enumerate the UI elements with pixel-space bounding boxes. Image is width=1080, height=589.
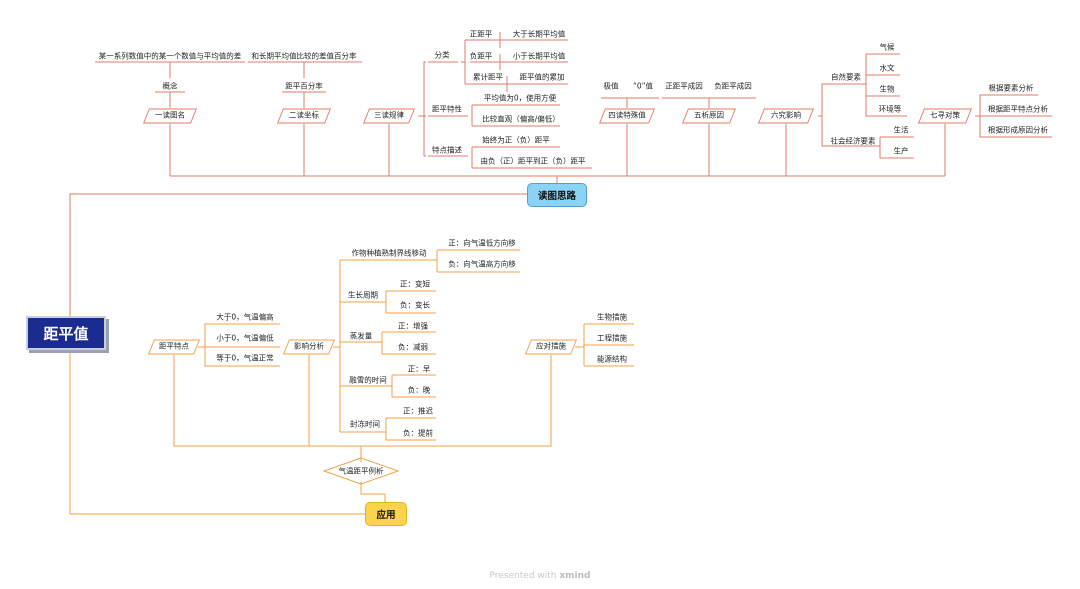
node-evaporation[interactable]: 蒸发量 (349, 331, 373, 341)
node-cumulative-anomaly-desc[interactable]: 距平值的累加 (519, 72, 565, 82)
node-cumulative-anomaly[interactable]: 累计距平 (473, 72, 503, 82)
node-negative-cause[interactable]: 负距平成因 (714, 81, 752, 91)
node-snowmelt-negative[interactable]: 负：晚 (407, 385, 431, 395)
node-livelihood[interactable]: 生活 (893, 125, 909, 135)
node-by-causes[interactable]: 根据形成原因分析 (988, 125, 1048, 135)
node-freeze-time[interactable]: 封冻时间 (350, 419, 380, 429)
node-biology[interactable]: 生物 (879, 84, 895, 94)
node-snowmelt-time[interactable]: 融雪的时间 (349, 375, 387, 385)
node-concept[interactable]: 概念 (162, 81, 178, 91)
node-temperature-anomaly-example[interactable]: 气温距平例析 (338, 466, 384, 476)
node-environment[interactable]: 环境等 (878, 104, 902, 114)
node-step-7[interactable]: 七寻对策 (917, 108, 973, 124)
node-step-5[interactable]: 五析原因 (681, 108, 737, 124)
node-crop-boundary-positive[interactable]: 正：向气温低方向移 (448, 238, 516, 248)
node-trait-below-zero[interactable]: 小于0，气温偏低 (216, 333, 274, 343)
node-anomaly-percentage-definition[interactable]: 和长期平均值比较的差值百分率 (251, 51, 357, 61)
node-positive-anomaly-desc[interactable]: 大于长期平均值 (512, 29, 566, 39)
node-zero-value[interactable]: “0”值 (632, 81, 654, 91)
node-by-factors[interactable]: 根据要素分析 (988, 83, 1034, 93)
node-by-anomaly-features[interactable]: 根据距平特点分析 (988, 104, 1048, 114)
node-evaporation-positive[interactable]: 正：增强 (398, 321, 428, 331)
node-positive-cause[interactable]: 正距平成因 (665, 81, 703, 91)
node-impact-analysis[interactable]: 影响分析 (282, 339, 336, 355)
node-trait-above-zero[interactable]: 大于0，气温偏高 (216, 312, 274, 322)
node-production[interactable]: 生产 (893, 146, 909, 156)
node-engineering-measures[interactable]: 工程措施 (597, 333, 627, 343)
node-anomaly-property[interactable]: 距平特性 (432, 104, 462, 114)
node-anomaly-percentage[interactable]: 距平百分率 (285, 81, 323, 91)
node-step-2[interactable]: 二读坐标 (276, 108, 332, 124)
node-trait-equal-zero[interactable]: 等于0，气温正常 (216, 353, 274, 363)
node-property-mean-zero[interactable]: 平均值为0，使用方便 (483, 93, 557, 103)
node-countermeasures[interactable]: 应对措施 (524, 339, 578, 355)
hub-application[interactable]: 应用 (365, 502, 407, 526)
node-step-6[interactable]: 六究影响 (757, 108, 815, 124)
node-feature-transition[interactable]: 由负（正）距平到正（负）距平 (480, 156, 586, 166)
node-negative-anomaly-desc[interactable]: 小于长期平均值 (512, 51, 566, 61)
node-hydrology[interactable]: 水文 (879, 63, 895, 73)
node-crop-boundary-shift[interactable]: 作物种植熟制界线移动 (351, 248, 427, 258)
node-extreme-value[interactable]: 极值 (603, 81, 619, 91)
node-concept-definition[interactable]: 某一系列数值中的某一个数值与平均值的差 (98, 51, 242, 61)
node-feature-always[interactable]: 始终为正（负）距平 (482, 135, 550, 145)
node-classification[interactable]: 分类 (434, 50, 450, 60)
root-topic[interactable]: 距平值 (26, 316, 106, 350)
node-freeze-positive[interactable]: 正：推迟 (403, 406, 433, 416)
node-step-1[interactable]: 一读图名 (142, 108, 198, 124)
node-anomaly-traits[interactable]: 距平特点 (147, 339, 201, 355)
node-energy-structure[interactable]: 能源结构 (597, 354, 627, 364)
node-negative-anomaly[interactable]: 负距平 (469, 51, 493, 61)
node-evaporation-negative[interactable]: 负：减弱 (398, 342, 428, 352)
node-natural-factors[interactable]: 自然要素 (831, 72, 861, 82)
node-growth-cycle[interactable]: 生长周期 (348, 290, 378, 300)
node-biological-measures[interactable]: 生物措施 (597, 312, 627, 322)
hub-reading-approach[interactable]: 读图思路 (527, 183, 587, 207)
xmind-watermark: Presented with xmind (489, 571, 591, 581)
node-property-intuitive[interactable]: 比较直观（偏高/偏低） (482, 114, 560, 124)
node-climate[interactable]: 气候 (879, 42, 895, 52)
node-step-4[interactable]: 四读特殊值 (598, 108, 656, 124)
node-socioeconomic-factors[interactable]: 社会经济要素 (830, 136, 876, 146)
node-positive-anomaly[interactable]: 正距平 (469, 29, 493, 39)
node-feature-description[interactable]: 特点描述 (432, 145, 462, 155)
node-freeze-negative[interactable]: 负：提前 (403, 428, 433, 438)
node-growth-cycle-negative[interactable]: 负：变长 (400, 300, 430, 310)
node-growth-cycle-positive[interactable]: 正：变短 (400, 279, 430, 289)
node-snowmelt-positive[interactable]: 正：早 (407, 364, 431, 374)
node-step-3[interactable]: 三读规律 (362, 108, 416, 124)
node-crop-boundary-negative[interactable]: 负：向气温高方向移 (448, 259, 516, 269)
